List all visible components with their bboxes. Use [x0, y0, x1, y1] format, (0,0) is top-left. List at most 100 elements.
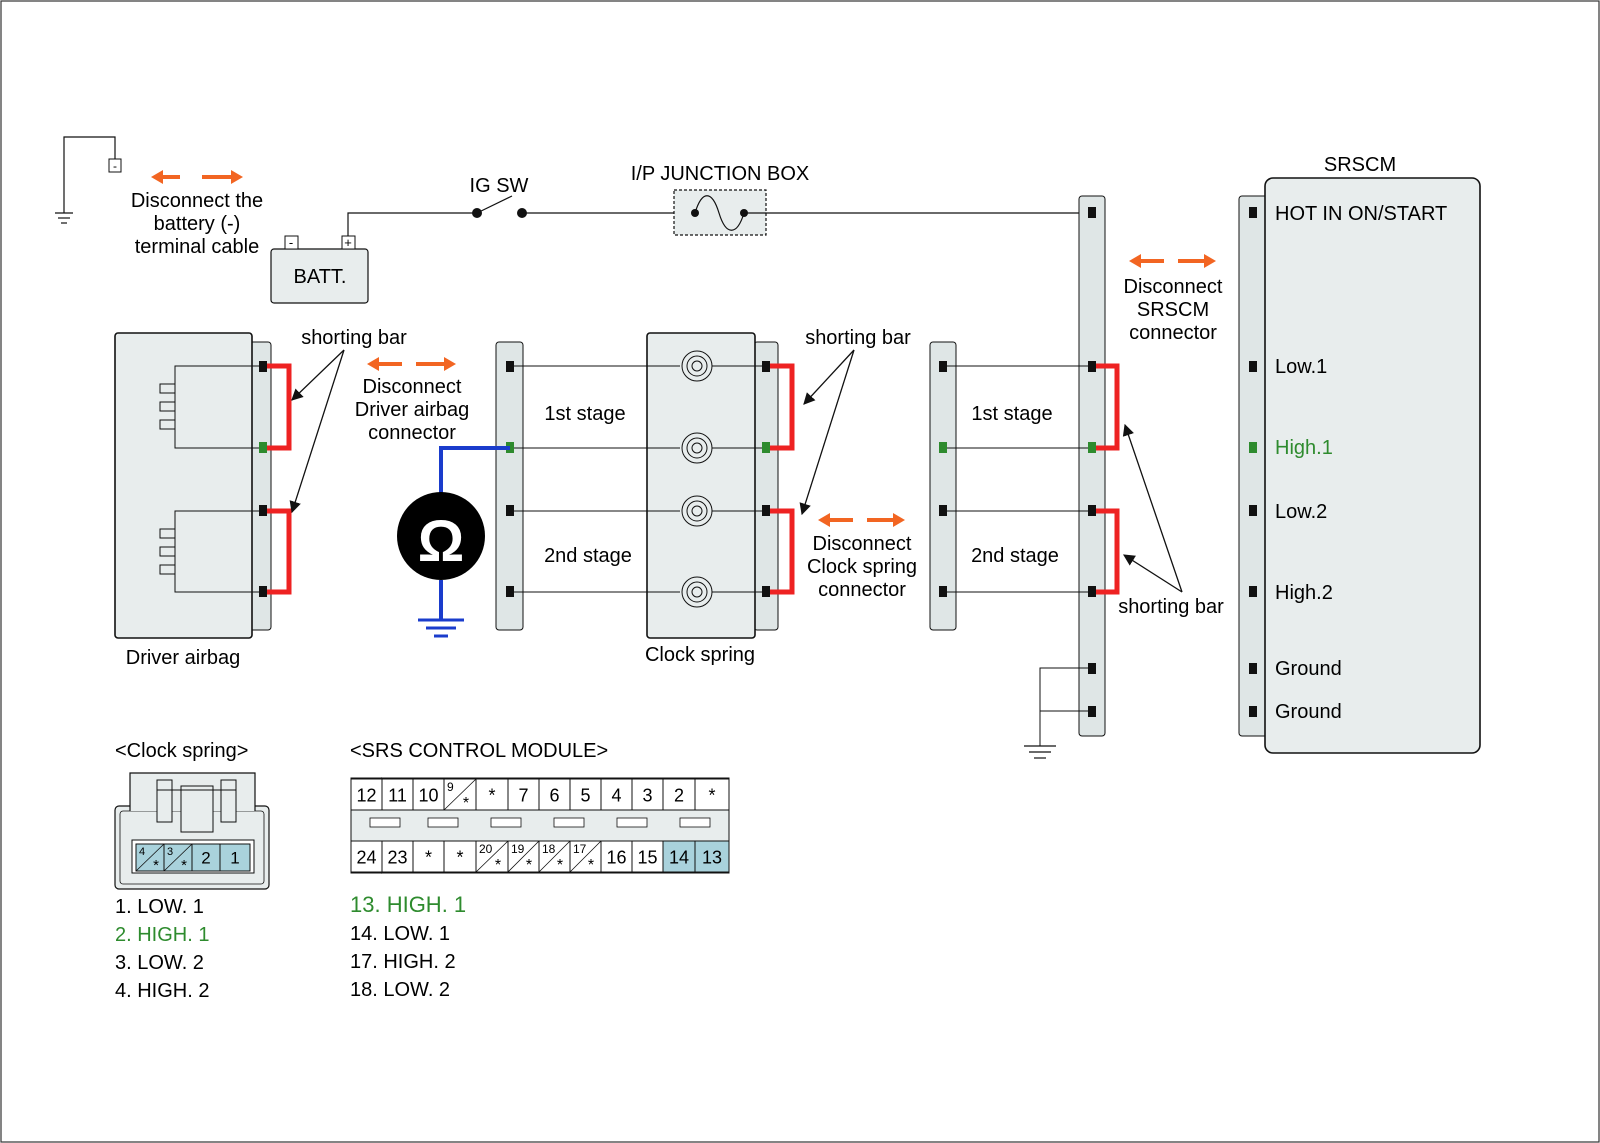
- srs-top-pin-9: 9*: [443, 778, 477, 812]
- harness-stage1-label: 1st stage: [971, 403, 1052, 425]
- junction-box-label: I/P JUNCTION BOX: [631, 163, 810, 185]
- srs-top-pin-label: 10: [418, 786, 438, 806]
- clock-pin-number: 3: [167, 846, 173, 858]
- clock-spring-left-connector: [495, 341, 524, 631]
- srscm-pin-ground1: Ground: [1275, 658, 1342, 680]
- srs-bottom-pin-number: 17: [573, 842, 587, 856]
- srs-bottom-pin-23: 23: [381, 840, 414, 873]
- srscm-pin-low2: Low.2: [1275, 501, 1327, 523]
- srscm-disconnect-arrow: [1129, 254, 1216, 268]
- driver-airbag-label: Driver airbag: [126, 647, 240, 669]
- srs-top-pin-2: 2: [662, 778, 696, 811]
- driver-disconnect-line2: Driver airbag: [355, 399, 469, 421]
- clock-pin-2: 2: [191, 843, 221, 872]
- srscm-disconnect-line1: Disconnect: [1124, 276, 1223, 298]
- clock-pin-1: 1: [219, 843, 251, 872]
- srscm-pin-high1: High.1: [1275, 437, 1333, 459]
- srs-top-pin-label: 11: [388, 786, 407, 806]
- srscm-pin-high2: High.2: [1275, 582, 1333, 604]
- driver-airbag: [114, 332, 292, 639]
- srscm-harness-pins: [1088, 207, 1096, 717]
- battery-note-line1: Disconnect the: [131, 190, 263, 212]
- srscm-pins: [1249, 207, 1257, 717]
- srs-top-pin-label: 12: [356, 786, 376, 806]
- harness-left-connector: [929, 341, 957, 631]
- srs-bottom-pin-label: 24: [356, 848, 376, 868]
- battery-label: BATT.: [294, 266, 347, 288]
- clock-connector-title: <Clock spring>: [115, 740, 248, 762]
- clock-legend-2: 2. HIGH. 1: [115, 924, 209, 946]
- srs-bottom-pin-label: *: [456, 848, 463, 868]
- clock-shorting-bar-arrow-2: [799, 349, 855, 516]
- battery-ground-strap: -: [55, 136, 122, 224]
- clock-pin-empty-mark: *: [181, 857, 187, 874]
- srscm-shorting-bar-label: shorting bar: [1118, 596, 1224, 618]
- srs-legend-2: 14. LOW. 1: [350, 923, 450, 945]
- srs-top-pin-label: 6: [549, 786, 559, 806]
- srscm-pin-hot: HOT IN ON/START: [1275, 203, 1447, 225]
- srs-bottom-pin-number: 18: [542, 842, 556, 856]
- srs-bottom-pin-18: 18*: [538, 840, 571, 874]
- srs-legend-3: 17. HIGH. 2: [350, 951, 456, 973]
- srs-bottom-pin-empty-mark: *: [588, 857, 594, 874]
- srs-top-pin-*: *: [475, 778, 509, 811]
- srscm-module: [1238, 177, 1481, 754]
- clock-legend-3: 3. LOW. 2: [115, 952, 204, 974]
- srs-bottom-pin-20: 20*: [475, 840, 509, 874]
- srscm-disconnect-line2: SRSCM: [1137, 299, 1209, 321]
- harness-stage2-label: 2nd stage: [971, 545, 1059, 567]
- srs-bottom-pin-*: *: [443, 840, 477, 873]
- srscm-pin-low1: Low.1: [1275, 356, 1327, 378]
- clock-legend-1: 1. LOW. 1: [115, 896, 204, 918]
- srs-top-pin-3: 3: [631, 778, 664, 811]
- clock-pin-3: 3*: [163, 843, 193, 874]
- clock-spring-label: Clock spring: [645, 644, 755, 666]
- battery-disconnect-arrow: [151, 170, 243, 184]
- srs-top-pin-label: 2: [674, 786, 684, 806]
- srs-bottom-pin-14: 14: [662, 840, 696, 873]
- clock-shorting-bar-arrow-1: [803, 349, 855, 405]
- srs-bottom-pin-number: 20: [479, 842, 493, 856]
- clock-spring: [646, 332, 779, 639]
- srs-bottom-pin-*: *: [412, 840, 445, 873]
- srs-bottom-pin-24: 24: [350, 840, 383, 873]
- srs-legend-4: 18. LOW. 2: [350, 979, 450, 1001]
- clock-pin-label: 2: [201, 849, 210, 868]
- srs-top-pin-5: 5: [569, 778, 602, 811]
- battery-note-line2: battery (-): [154, 213, 241, 235]
- srscm-shorting-bar-arrow-2: [1123, 554, 1183, 593]
- srscm-disconnect-line3: connector: [1129, 322, 1217, 344]
- srs-top-pin-label: 3: [642, 786, 652, 806]
- srs-top-pin-10: 10: [412, 778, 445, 811]
- srs-top-pin-number: 9: [447, 780, 454, 794]
- meter-lead-top: [439, 446, 510, 496]
- clock-connector-face: [114, 772, 270, 890]
- srs-bottom-pin-17: 17*: [569, 840, 602, 874]
- clock-disconnect-line2: Clock spring: [807, 556, 917, 578]
- srs-top-pin-label: 5: [580, 786, 590, 806]
- driver-shorting-bar-label: shorting bar: [301, 327, 407, 349]
- srs-top-pin-empty-mark: *: [463, 795, 469, 812]
- srs-bottom-pin-label: 23: [387, 848, 407, 868]
- driver-disconnect-line3: connector: [368, 422, 456, 444]
- harness-wires: [947, 365, 1088, 593]
- srs-top-pin-*: *: [694, 778, 730, 811]
- clock-disconnect-line1: Disconnect: [813, 533, 912, 555]
- srs-bottom-pin-empty-mark: *: [557, 857, 563, 874]
- ignition-switch: [472, 195, 527, 218]
- clock-shorting-bar-label: shorting bar: [805, 327, 911, 349]
- srs-top-pin-label: *: [488, 786, 495, 806]
- battery-neg-sign: -: [289, 235, 293, 250]
- srs-top-pin-7: 7: [507, 778, 540, 811]
- srs-top-pin-6: 6: [538, 778, 571, 811]
- clock-pin-empty-mark: *: [153, 857, 159, 874]
- battery-note-line3: terminal cable: [135, 236, 260, 258]
- battery: - + BATT.: [270, 235, 369, 304]
- srscm-shorting-bars: [1096, 363, 1120, 595]
- clock-disconnect-line3: connector: [818, 579, 906, 601]
